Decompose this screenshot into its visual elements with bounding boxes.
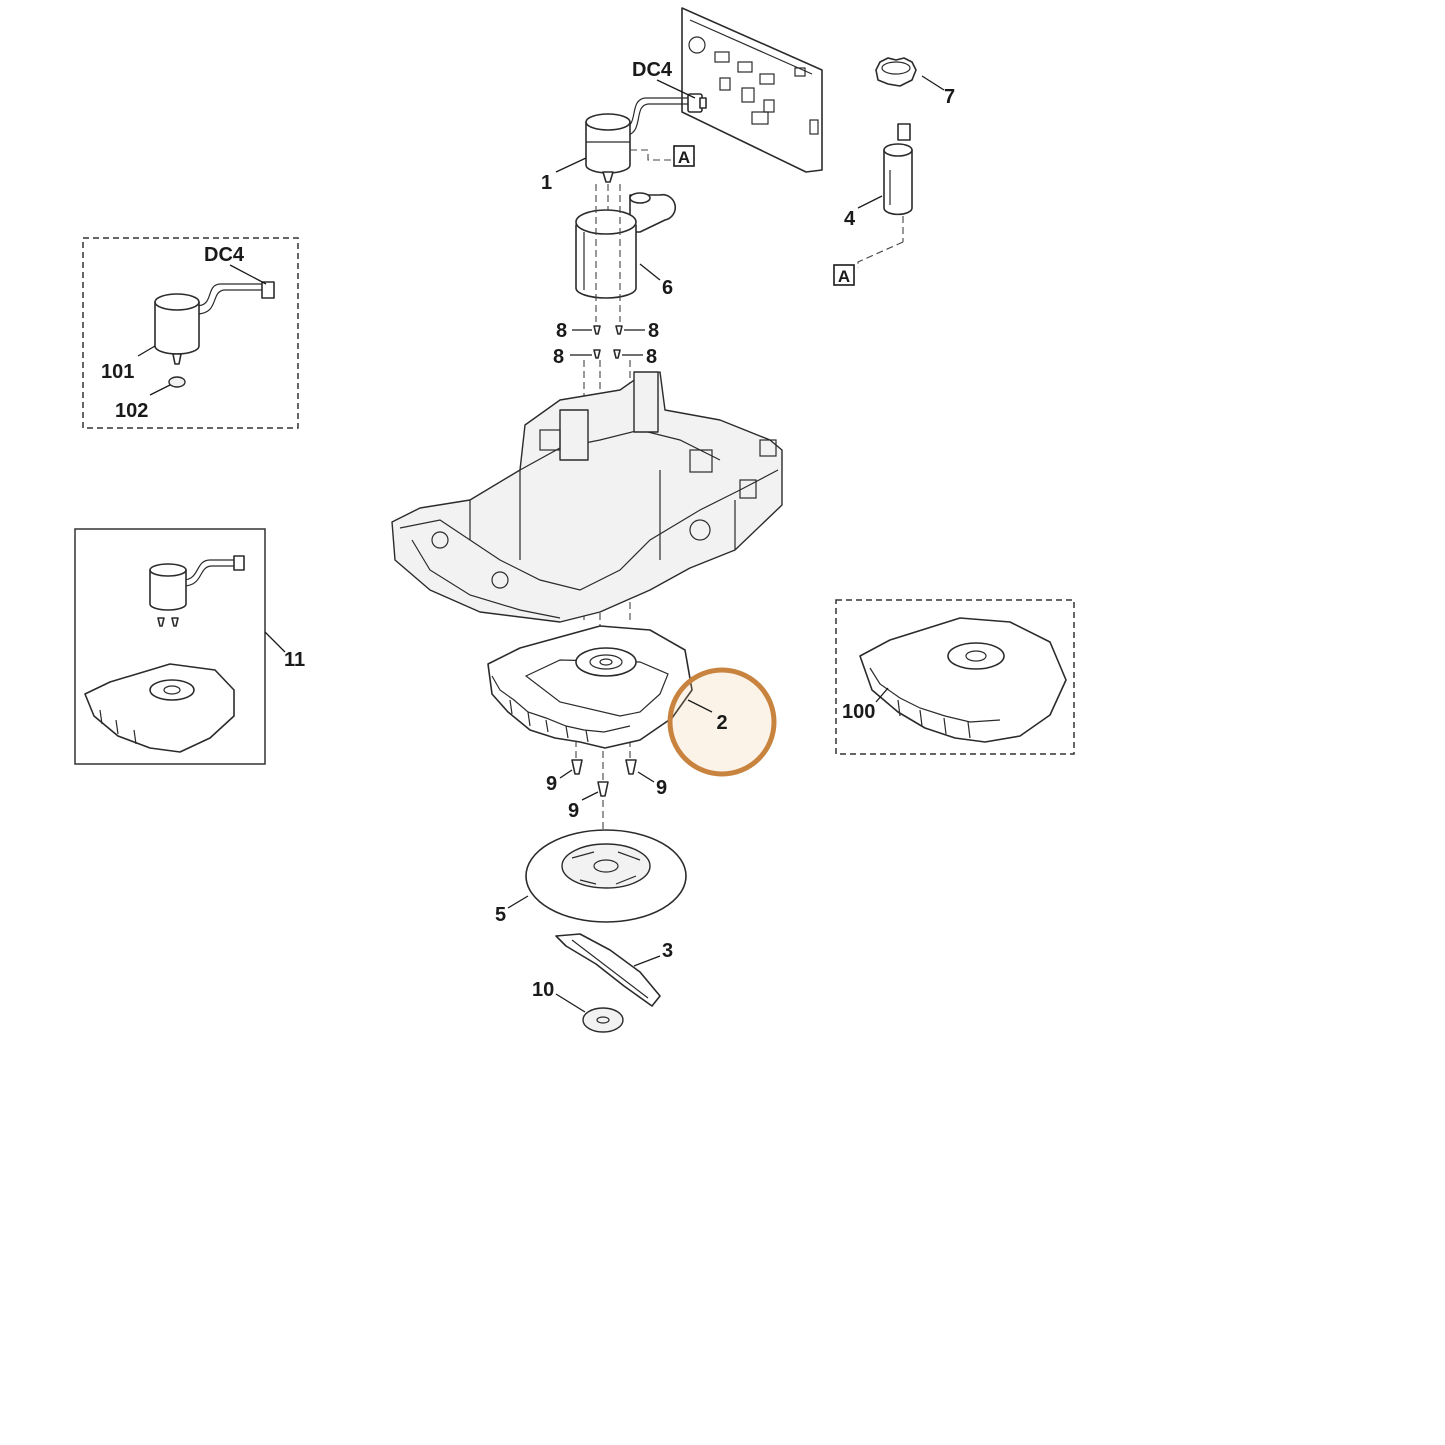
callout-102: 102 bbox=[115, 400, 148, 422]
callout-9-b: 9 bbox=[568, 800, 579, 822]
inset-deck-guard-100 bbox=[835, 599, 1075, 755]
blade-part-3 bbox=[555, 933, 661, 1007]
screws-part-9 bbox=[571, 759, 637, 797]
callout-4: 4 bbox=[844, 208, 856, 230]
callout-8-b: 8 bbox=[648, 320, 659, 342]
callout-9-a: 9 bbox=[546, 773, 557, 795]
reference-a-right-label: A bbox=[838, 267, 850, 286]
reference-a-right: A bbox=[833, 264, 855, 286]
inset-kit-11 bbox=[74, 528, 266, 765]
callout-6: 6 bbox=[662, 277, 673, 299]
callout-7: 7 bbox=[944, 86, 955, 108]
screws-part-8 bbox=[593, 325, 623, 359]
highlight-circle bbox=[667, 667, 777, 777]
callout-9-c: 9 bbox=[656, 777, 667, 799]
callout-8-c: 8 bbox=[553, 346, 564, 368]
inset-motor-kit bbox=[82, 237, 299, 429]
callout-labels: DC4 1 7 4 6 8 8 8 8 DC4 101 102 11 2 100… bbox=[101, 59, 955, 1001]
sensor-part-4 bbox=[883, 123, 913, 216]
deck-guard-part-2 bbox=[487, 625, 693, 749]
leader-lines bbox=[137, 75, 945, 1013]
motor-part-1 bbox=[585, 93, 707, 183]
callout-5: 5 bbox=[495, 904, 506, 926]
washer-part-10 bbox=[582, 1007, 624, 1033]
callout-8-d: 8 bbox=[646, 346, 657, 368]
callout-3: 3 bbox=[662, 940, 673, 962]
callout-100: 100 bbox=[842, 701, 875, 723]
reference-a-top: A bbox=[673, 145, 695, 167]
control-board bbox=[681, 7, 823, 173]
callout-11: 11 bbox=[284, 649, 305, 671]
motor-mount-part-6 bbox=[575, 192, 677, 299]
callout-dc4-inset: DC4 bbox=[204, 244, 245, 266]
callout-8-a: 8 bbox=[556, 320, 567, 342]
cap-part-7 bbox=[875, 57, 917, 87]
callout-1: 1 bbox=[541, 172, 552, 194]
callout-101: 101 bbox=[101, 361, 134, 383]
reference-a-top-label: A bbox=[678, 148, 690, 167]
blade-disc-part-5 bbox=[525, 829, 687, 923]
callout-10: 10 bbox=[532, 979, 554, 1001]
callout-dc4-top: DC4 bbox=[632, 59, 673, 81]
chassis bbox=[391, 371, 783, 623]
callout-2: 2 bbox=[716, 712, 727, 734]
